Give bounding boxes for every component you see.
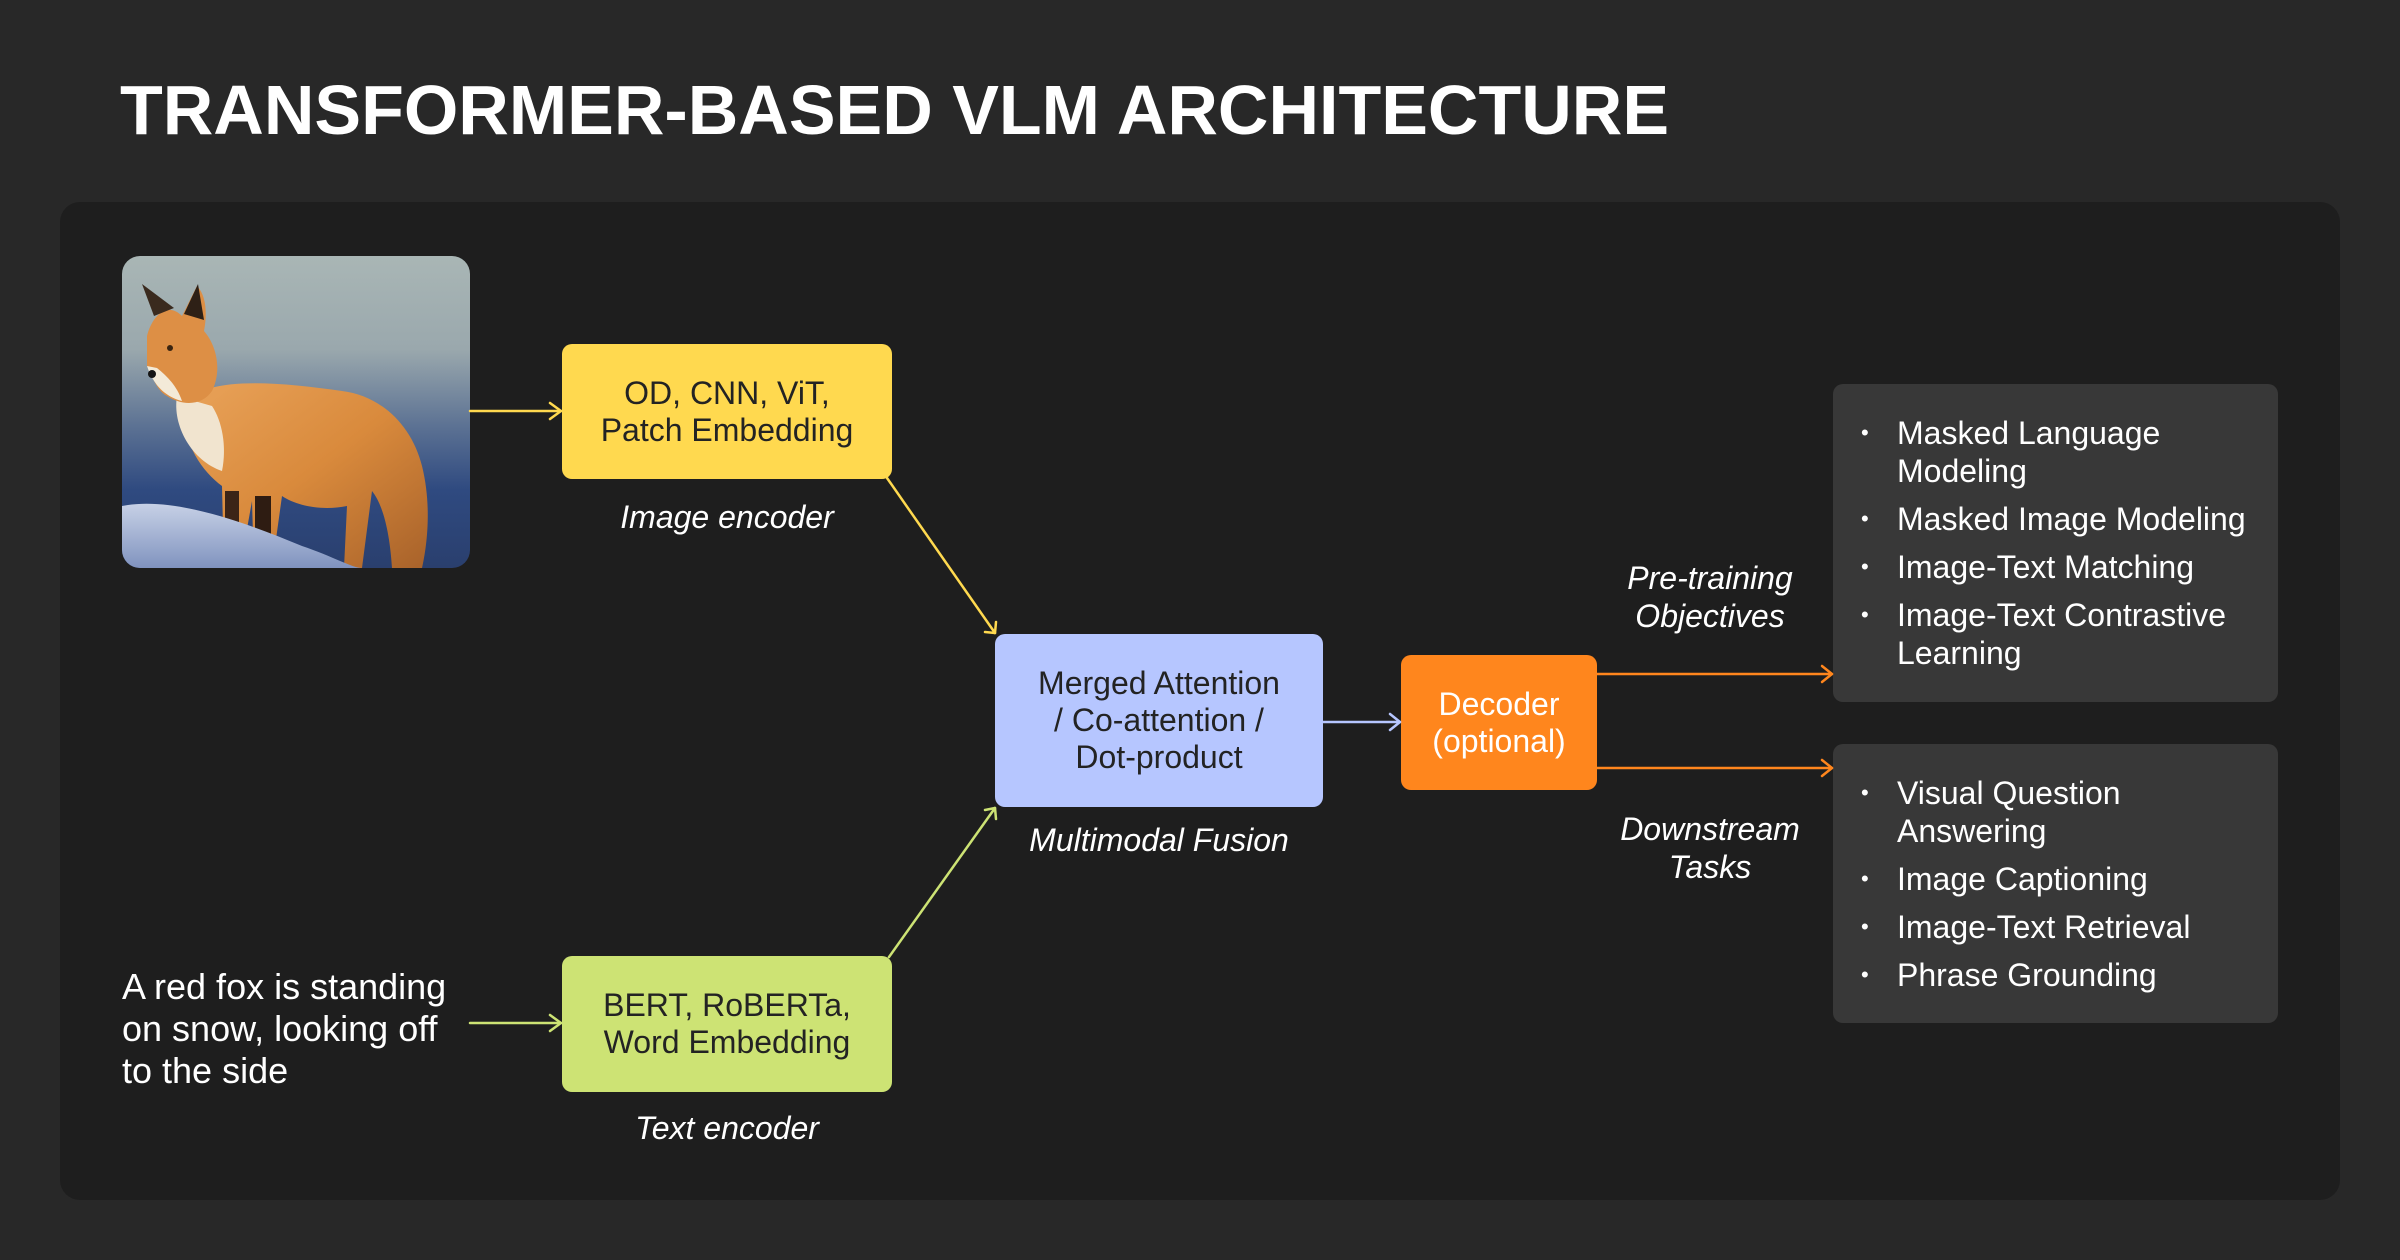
fusion-label: Merged Attention / Co-attention / Dot-pr… xyxy=(1038,665,1280,775)
list-item-label: Masked Language Modeling xyxy=(1897,415,2161,489)
bullet-icon: • xyxy=(1861,602,1869,627)
image-encoder-label: OD, CNN, ViT, Patch Embedding xyxy=(600,374,854,448)
list-item-label: Image-Text Matching xyxy=(1897,549,2195,585)
downstream-caption: Downstream Tasks xyxy=(1620,811,1800,885)
decoder-label: Decoder (optional) xyxy=(1432,685,1566,759)
bullet-icon: • xyxy=(1861,554,1869,579)
arrow-image-to-encoder xyxy=(468,401,563,421)
fusion-box: Merged Attention / Co-attention / Dot-pr… xyxy=(995,634,1323,807)
list-item: • Image-Text Retrieval xyxy=(1833,908,2258,946)
arrow-fusion-to-decoder xyxy=(1321,712,1402,732)
downstream-tasks-list: • Visual Question Answering • Image Captio… xyxy=(1833,774,2258,994)
list-item-label: Visual Question Answering xyxy=(1897,775,2121,849)
list-item: • Image-Text Contrastive Learning xyxy=(1833,596,2258,672)
list-item: • Masked Language Modeling xyxy=(1833,414,2258,490)
fox-photo xyxy=(122,256,470,568)
bullet-icon: • xyxy=(1861,962,1869,987)
bullet-icon: • xyxy=(1861,914,1869,939)
page-title: TRANSFORMER-BASED VLM ARCHITECTURE xyxy=(120,71,1670,149)
list-item-label: Image-Text Contrastive Learning xyxy=(1897,597,2227,671)
text-encoder-box: BERT, RoBERTa, Word Embedding xyxy=(562,956,892,1092)
text-encoder-label: BERT, RoBERTa, Word Embedding xyxy=(603,987,851,1060)
list-item-label: Image Captioning xyxy=(1897,861,2148,897)
arrow-text-encoder-to-fusion xyxy=(887,806,998,959)
pretraining-objectives-list: • Masked Language Modeling • Masked Image … xyxy=(1833,414,2258,672)
list-item-label: Phrase Grounding xyxy=(1897,957,2157,993)
arrow-decoder-to-downstream xyxy=(1595,758,1834,778)
fusion-caption: Multimodal Fusion xyxy=(1029,822,1289,858)
fox-icon xyxy=(122,284,428,568)
list-item: • Phrase Grounding xyxy=(1833,956,2258,994)
list-item: • Masked Image Modeling xyxy=(1833,500,2258,538)
image-encoder-box: OD, CNN, ViT, Patch Embedding xyxy=(562,344,892,479)
arrow-decoder-to-pretraining xyxy=(1595,664,1834,684)
pretraining-objectives-box: • Masked Language Modeling • Masked Image … xyxy=(1833,384,2278,702)
bullet-icon: • xyxy=(1861,866,1869,891)
list-item: • Image-Text Matching xyxy=(1833,548,2258,586)
arrow-image-encoder-to-fusion xyxy=(885,476,998,635)
decoder-box: Decoder (optional) xyxy=(1401,655,1597,790)
list-item-label: Masked Image Modeling xyxy=(1897,501,2246,537)
image-encoder-caption: Image encoder xyxy=(620,499,834,535)
arrow-text-to-encoder xyxy=(468,1013,563,1033)
pretraining-caption: Pre-training Objectives xyxy=(1627,560,1793,634)
list-item-label: Image-Text Retrieval xyxy=(1897,909,2191,945)
list-item: • Visual Question Answering xyxy=(1833,774,2258,850)
downstream-tasks-box: • Visual Question Answering • Image Captio… xyxy=(1833,744,2278,1023)
bullet-icon: • xyxy=(1861,506,1869,531)
input-caption-text: A red fox is standing on snow, looking o… xyxy=(122,966,447,1091)
bullet-icon: • xyxy=(1861,420,1869,445)
bullet-icon: • xyxy=(1861,780,1869,805)
text-encoder-caption: Text encoder xyxy=(635,1110,819,1146)
list-item: • Image Captioning xyxy=(1833,860,2258,898)
